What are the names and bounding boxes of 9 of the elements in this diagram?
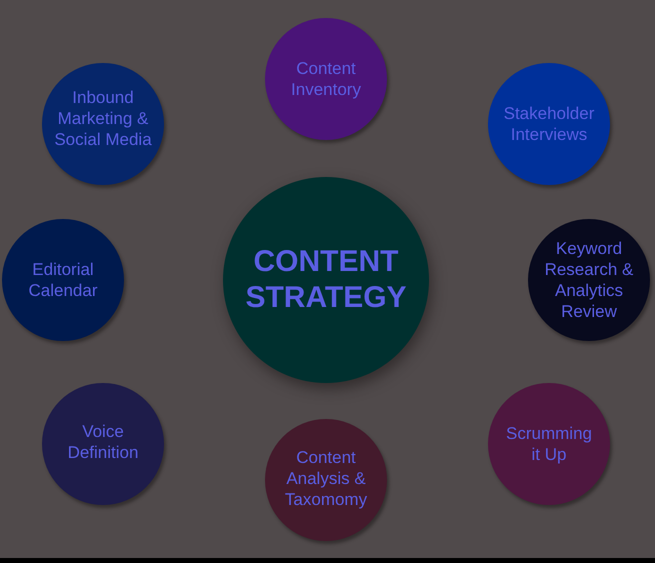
- topic-label: Content Inventory: [290, 58, 362, 100]
- central-title: CONTENT STRATEGY: [244, 244, 408, 316]
- topic-label: Inbound Marketing & Social Media: [53, 86, 153, 150]
- topic-label: Editorial Calendar: [28, 259, 98, 301]
- topic-label: Voice Definition: [66, 421, 140, 463]
- topic-label: Content Analysis & Taxomomy: [284, 446, 368, 510]
- topic-label: Keyword Research & Analytics Review: [544, 238, 634, 322]
- topic-label: Scrumming it Up: [505, 423, 593, 465]
- topic-label: Stakeholder Interviews: [502, 103, 596, 145]
